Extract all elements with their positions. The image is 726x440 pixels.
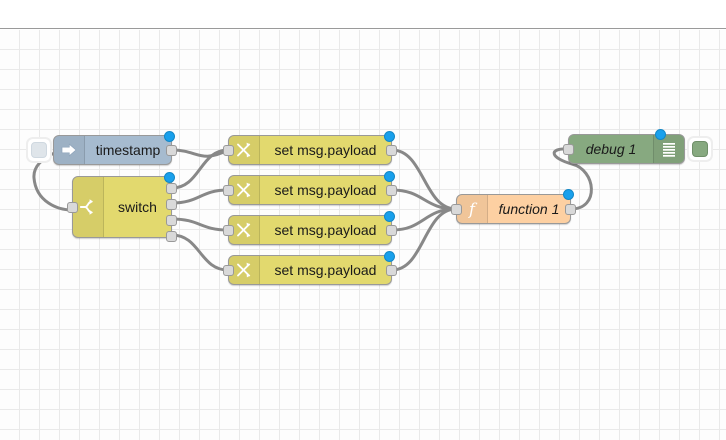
inject-trigger-button-inner <box>31 142 47 158</box>
node-change-2-label: set msg.payload <box>274 182 377 198</box>
swap-icon <box>237 222 251 238</box>
debug-toggle-button[interactable] <box>687 136 713 162</box>
change-3-output-port[interactable] <box>386 225 397 236</box>
change-3-status-dot <box>384 211 395 222</box>
wire-change2-to-function <box>390 188 458 211</box>
flow-canvas[interactable]: timestamp switch <box>0 30 726 440</box>
wire-switch2-to-change3 <box>170 217 230 232</box>
node-inject-label: timestamp <box>95 142 161 158</box>
node-function-1[interactable]: f function 1 <box>451 189 576 224</box>
change-3-input-port[interactable] <box>223 225 234 236</box>
inject-output-port-0[interactable] <box>166 145 177 156</box>
change-2-icon-cell <box>229 176 260 204</box>
function-f-icon: f <box>468 200 478 219</box>
debug-input-port[interactable] <box>563 144 574 155</box>
change-3-icon-cell <box>229 216 260 244</box>
switch-icon-cell <box>73 177 104 237</box>
function-output-port[interactable] <box>565 204 576 215</box>
node-change-3-label: set msg.payload <box>274 222 377 238</box>
swap-icon <box>237 182 251 198</box>
wire-change3-to-function <box>390 207 458 232</box>
wire-switch0-to-change1 <box>170 148 230 190</box>
change-2-status-dot <box>384 171 395 182</box>
function-input-port[interactable] <box>451 204 462 215</box>
inject-trigger-button[interactable] <box>26 137 52 163</box>
change-4-icon-cell <box>229 256 260 284</box>
wire-switch3-to-change4 <box>170 233 230 272</box>
svg-text:f: f <box>468 200 478 219</box>
switch-output-port-1[interactable] <box>166 199 177 210</box>
debug-status-dot <box>655 129 666 140</box>
node-switch[interactable]: switch <box>67 172 177 242</box>
wire-switch1-to-change2 <box>170 188 230 205</box>
change-4-input-port[interactable] <box>223 265 234 276</box>
debug-lines-icon <box>663 143 675 157</box>
arrow-right-icon <box>61 143 77 157</box>
change-2-output-port[interactable] <box>386 185 397 196</box>
switch-output-port-0[interactable] <box>166 183 177 194</box>
debug-toggle-button-inner <box>692 141 708 157</box>
node-change-4[interactable]: set msg.payload <box>223 251 397 285</box>
node-debug-1[interactable]: debug 1 <box>563 129 685 164</box>
swap-icon <box>237 262 251 278</box>
change-1-status-dot <box>384 131 395 142</box>
switch-output-port-2[interactable] <box>166 215 177 226</box>
function-icon-cell: f <box>457 195 488 223</box>
branch-icon <box>80 199 93 215</box>
wire-change1-to-function <box>390 148 458 211</box>
change-1-output-port[interactable] <box>386 145 397 156</box>
node-change-4-label: set msg.payload <box>274 262 377 278</box>
editor-header-strip <box>0 0 726 29</box>
change-4-output-port[interactable] <box>386 265 397 276</box>
node-function-1-label: function 1 <box>498 201 560 217</box>
inject-icon-cell <box>54 136 85 164</box>
node-debug-1-label: debug 1 <box>585 141 637 157</box>
wire-inject-to-change1 <box>170 148 230 158</box>
node-inject-timestamp[interactable]: timestamp <box>53 131 177 165</box>
node-switch-label: switch <box>118 199 157 215</box>
wire-change4-to-function <box>390 207 458 272</box>
function-status-dot <box>563 189 574 200</box>
node-change-1[interactable]: set msg.payload <box>223 131 397 165</box>
node-change-1-label: set msg.payload <box>274 142 377 158</box>
swap-icon <box>237 142 251 158</box>
switch-status-dot <box>164 172 175 183</box>
node-change-2[interactable]: set msg.payload <box>223 171 397 205</box>
switch-output-port-3[interactable] <box>166 231 177 242</box>
change-4-status-dot <box>384 251 395 262</box>
node-change-3[interactable]: set msg.payload <box>223 211 397 245</box>
inject-status-dot <box>164 131 175 142</box>
switch-input-port[interactable] <box>67 202 78 213</box>
change-1-input-port[interactable] <box>223 145 234 156</box>
change-1-icon-cell <box>229 136 260 164</box>
change-2-input-port[interactable] <box>223 185 234 196</box>
